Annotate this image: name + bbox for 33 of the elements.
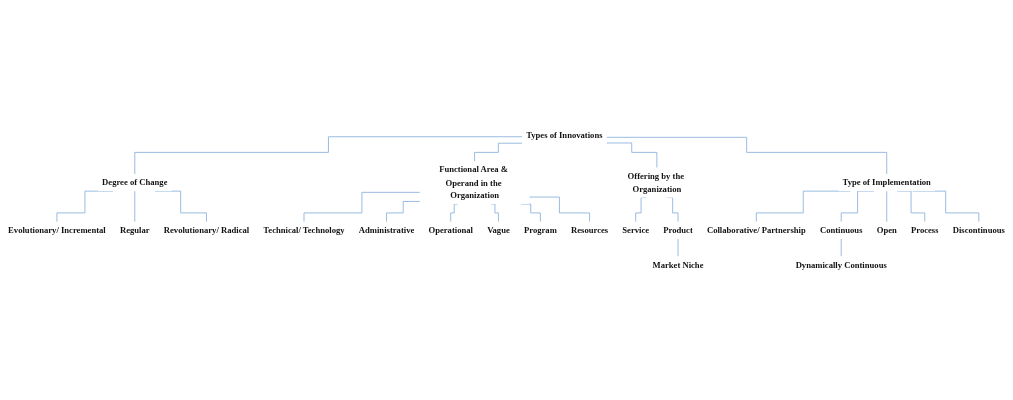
connector xyxy=(134,136,523,175)
node-text: Market Niche xyxy=(652,260,704,270)
node-text: Revolutionary/ Radical xyxy=(163,225,250,235)
node-text: Product xyxy=(663,225,693,235)
connector xyxy=(606,136,888,175)
connector xyxy=(134,190,136,223)
node-text: Evolutionary/ Incremental xyxy=(8,225,106,235)
connector xyxy=(386,201,421,223)
connector xyxy=(840,238,842,257)
connector xyxy=(491,203,499,223)
connector xyxy=(677,238,679,257)
connector xyxy=(606,142,658,169)
node-text: Resources xyxy=(570,225,609,235)
node-text: Technical/ Technology xyxy=(263,225,345,235)
connector xyxy=(886,190,888,223)
node-text: Open xyxy=(876,225,897,235)
node-text: Offering by the Organization xyxy=(627,171,685,194)
node-text: Regular xyxy=(119,225,150,235)
node-text: Types of Innovations xyxy=(526,130,603,140)
connector xyxy=(303,192,421,223)
node-text: Service xyxy=(622,225,650,235)
node-text: Continuous xyxy=(819,225,863,235)
node-text: Vague xyxy=(487,225,510,235)
node-text: Dynamically Continuous xyxy=(795,260,887,270)
node-text: Process xyxy=(910,225,939,235)
node-text: Administrative xyxy=(358,225,415,235)
node-text: Discontinuous xyxy=(952,225,1005,235)
node-text: Program xyxy=(523,225,557,235)
connector xyxy=(528,196,590,223)
connector xyxy=(474,142,523,162)
node-text: Functional Area & Operand in the Organization xyxy=(439,164,508,201)
node-text: Collaborative/ Partnership xyxy=(706,225,806,235)
node-text: Operational xyxy=(428,225,473,235)
